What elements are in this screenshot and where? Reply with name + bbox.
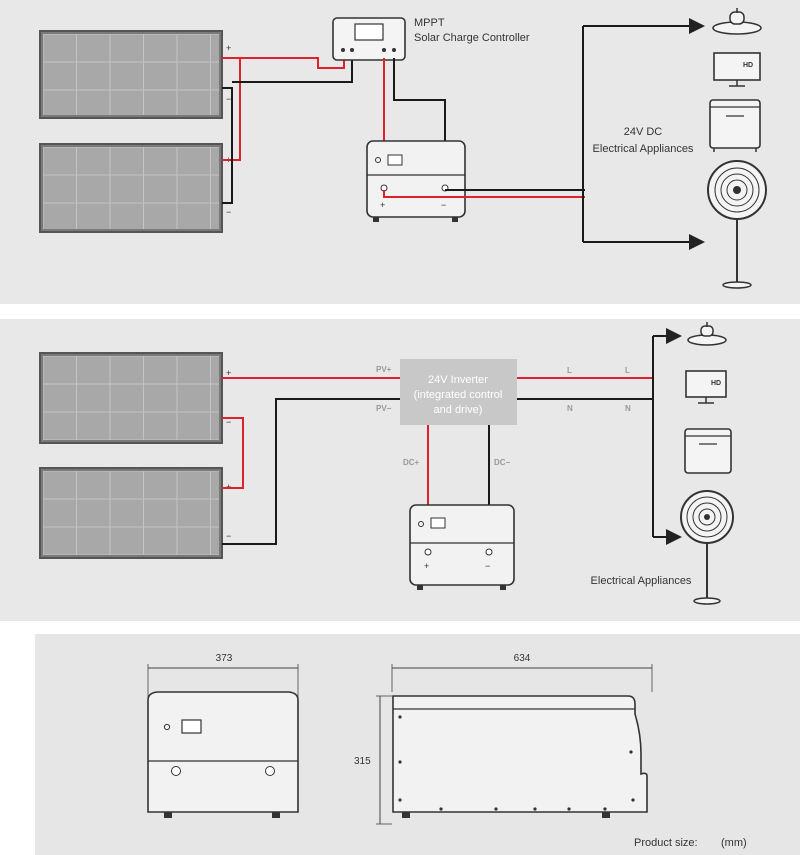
product-size-label: Product size: (634, 837, 698, 849)
inverter-wiring-diagram: + − + − PV+ PV− 24V Inverter (integrated… (39, 322, 734, 605)
inverter-line-3: and drive) (434, 404, 483, 416)
unit-label: (mm) (721, 837, 747, 849)
panel3-plus-label: + (226, 368, 231, 378)
dc-plus-label: DC+ (403, 458, 420, 467)
tv-hd-label: HD (743, 62, 753, 69)
pv-wires (222, 377, 400, 545)
appliances-label-2: Electrical Appliances (591, 575, 692, 587)
lamp-icon-2 (687, 322, 727, 346)
n-label-1: N (567, 404, 573, 413)
panel1-plus-label: + (226, 43, 231, 53)
width-dimension: 373 (216, 653, 233, 664)
tv-hd-label-2: HD (711, 380, 721, 387)
height-dimension: 315 (354, 756, 371, 767)
battery2-plus-label: + (424, 561, 429, 571)
inverter-box (400, 359, 517, 425)
inverter-line-2: (integrated control (414, 389, 503, 401)
fan-icon-2 (680, 490, 734, 605)
tv-icon (713, 52, 761, 87)
battery-unit-2 (409, 504, 515, 590)
solar-panel-3 (39, 352, 223, 444)
lamp-icon (712, 8, 762, 35)
appliances-label: Electrical Appliances (593, 143, 694, 155)
pv-plus-label: PV+ (376, 365, 392, 374)
battery-minus-label: − (441, 200, 446, 210)
dimension-drawing: 373 634 315 Product size: (mm) (147, 653, 747, 849)
pv-minus-label: PV− (376, 404, 392, 413)
mppt-wiring-diagram: + − + − MPPT Solar Charge Controller + − (39, 8, 767, 289)
solar-panel-4 (39, 467, 223, 559)
fan-icon (707, 160, 767, 289)
dimensions-panel: 373 634 315 Product size: (mm) (35, 634, 800, 855)
controller-title: MPPT (414, 17, 445, 29)
appliance-box-icon (709, 99, 761, 152)
dc-minus-label: DC− (494, 458, 511, 467)
appliances-voltage-label: 24V DC (624, 126, 663, 138)
solar-panel-2 (39, 143, 223, 233)
appliance-box-icon-2 (684, 428, 732, 474)
front-view (147, 664, 299, 818)
panel-series-wires (222, 57, 353, 204)
panel3-minus-label: − (226, 417, 231, 427)
side-view (376, 664, 653, 825)
l-label-2: L (625, 366, 630, 375)
battery2-minus-label: − (485, 561, 490, 571)
ac-output-wires (517, 328, 682, 545)
panel1-minus-label: − (226, 94, 231, 104)
diagram-panel-mppt: + − + − MPPT Solar Charge Controller + − (0, 0, 800, 304)
controller-subtitle: Solar Charge Controller (414, 32, 530, 44)
tv-icon-2 (685, 370, 727, 404)
l-label-1: L (567, 366, 572, 375)
battery-load-wires (383, 18, 705, 250)
n-label-2: N (625, 404, 631, 413)
battery-plus-label: + (380, 200, 385, 210)
panel2-minus-label: − (226, 207, 231, 217)
length-dimension: 634 (514, 653, 531, 664)
solar-panel-1 (39, 30, 223, 119)
diagram-panel-inverter: + − + − PV+ PV− 24V Inverter (integrated… (0, 319, 800, 621)
inverter-line-1: 24V Inverter (428, 374, 488, 386)
mppt-controller (332, 17, 406, 61)
panel4-minus-label: − (226, 531, 231, 541)
